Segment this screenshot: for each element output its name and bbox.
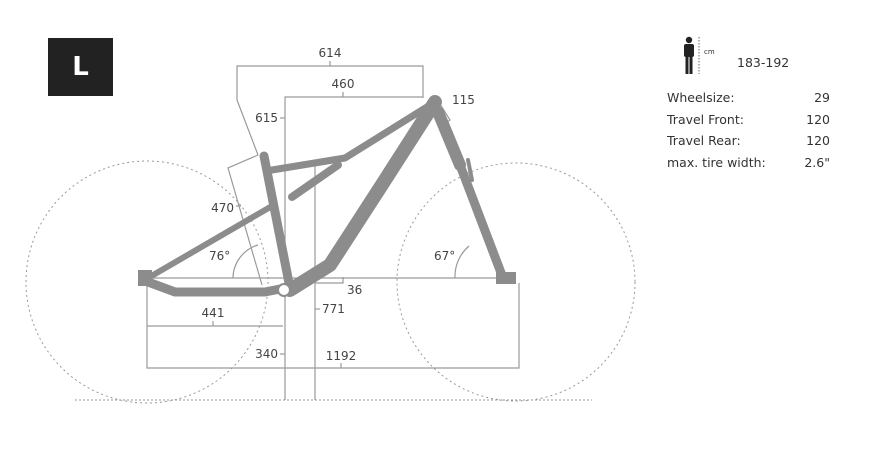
spec-label: Travel Front:: [667, 111, 744, 127]
dim-wheelbase: 1192: [326, 349, 357, 363]
person-icon: [684, 36, 700, 74]
rear-wheel: [25, 160, 269, 404]
bike-frame: [138, 95, 516, 297]
spec-value: 2.6": [804, 154, 830, 170]
spec-value: 120: [806, 111, 830, 127]
spec-table: Wheelsize: 29 Travel Front: 120 Travel Rea…: [667, 90, 830, 176]
spec-label: Wheelsize:: [667, 90, 735, 105]
height-unit: cm: [704, 48, 715, 56]
spec-row: Travel Rear: 120: [667, 133, 830, 155]
height-range: 183-192: [737, 55, 790, 70]
dim-stack: 615: [255, 111, 278, 125]
spec-value: 120: [806, 133, 830, 148]
size-badge: L: [48, 38, 113, 96]
spec-label: max. tire width:: [667, 154, 766, 170]
spec-value: 29: [814, 90, 830, 105]
dimension-labels: 614 460 615 115 470 76° 67° 36 771 441 3…: [202, 46, 475, 363]
spec-label: Travel Rear:: [667, 133, 741, 148]
dim-bb-height: 340: [255, 347, 278, 361]
rider-height: cm 183-192: [680, 36, 810, 76]
dim-standover: 771: [322, 302, 345, 316]
dim-chainstay: 441: [202, 306, 225, 320]
dim-seat-angle: 76°: [209, 249, 230, 263]
dim-seat-tube: 470: [211, 201, 234, 215]
dim-614: 614: [319, 46, 342, 60]
dim-head-angle: 67°: [434, 249, 455, 263]
dim-head-tube: 115: [452, 93, 475, 107]
dimension-lines: [146, 61, 520, 400]
spec-row: Wheelsize: 29: [667, 90, 830, 112]
front-wheel: [396, 162, 636, 402]
spec-row: max. tire width: 2.6": [667, 155, 830, 177]
bottom-bracket: [277, 283, 291, 297]
dim-bb-drop: 36: [347, 283, 362, 297]
spec-row: Travel Front: 120: [667, 112, 830, 134]
size-label: L: [72, 52, 89, 82]
dim-reach: 460: [332, 77, 355, 91]
